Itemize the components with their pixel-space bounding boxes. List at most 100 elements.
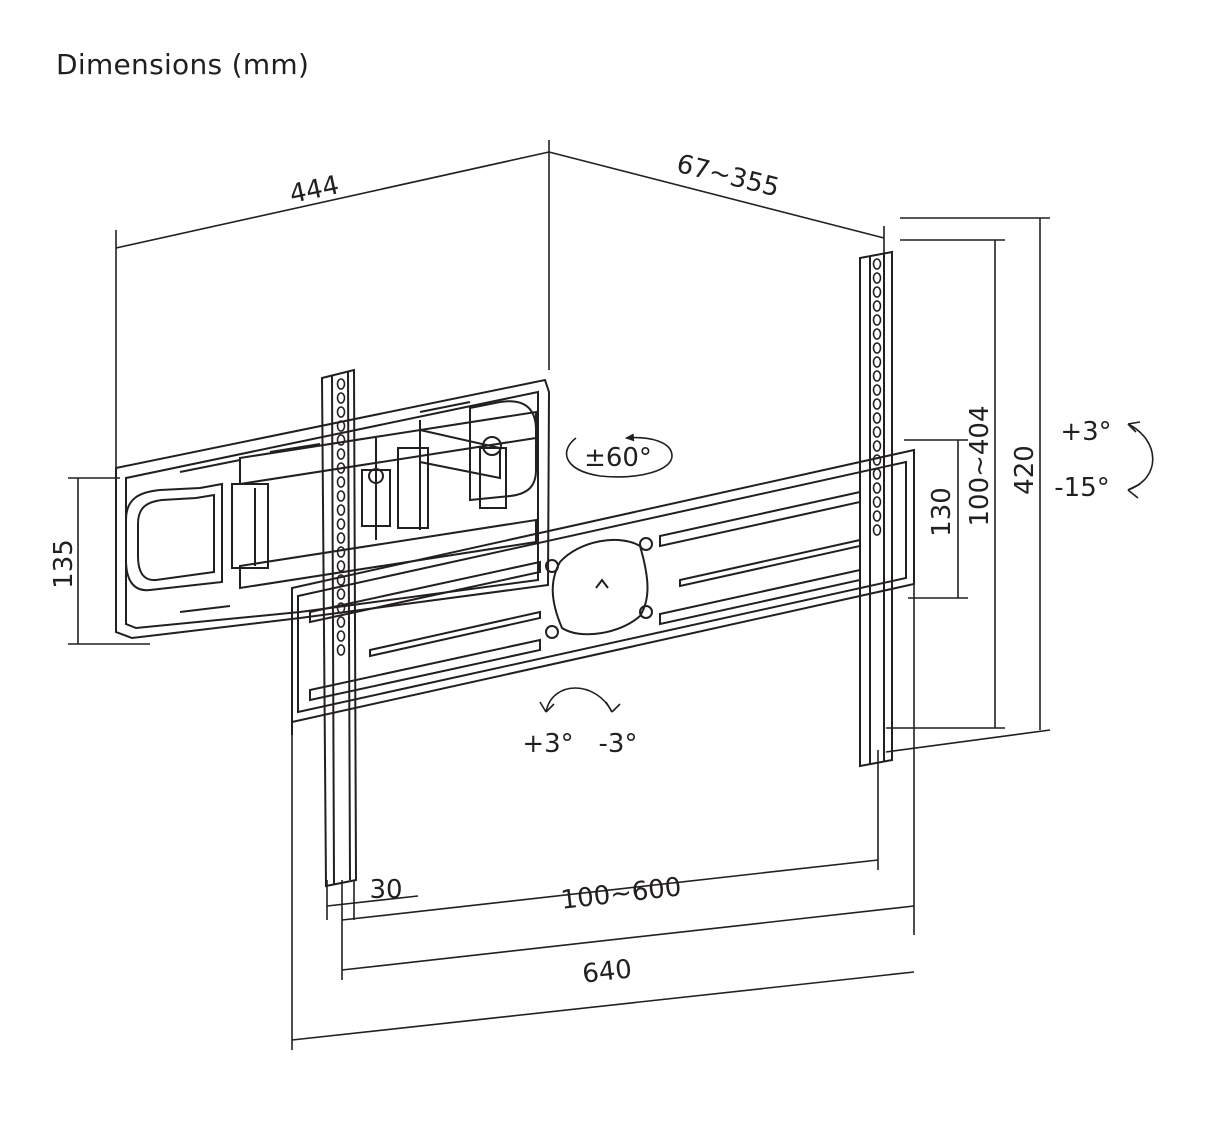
mounting-hole [336, 630, 346, 642]
tilt-arc [1127, 423, 1154, 491]
mounting-hole [872, 524, 882, 536]
wall-plate-inner [125, 390, 539, 630]
label-level-plus: +3° [522, 729, 573, 759]
label-30: 30 [369, 875, 402, 905]
rail-bolt [545, 559, 559, 573]
mounting-hole [336, 406, 346, 418]
mounting-hole [872, 426, 882, 438]
level-arrow-head-right [605, 701, 621, 713]
mounting-hole [872, 258, 882, 270]
mounting-hole [872, 440, 882, 452]
tilt-arrow-head-top [1127, 421, 1141, 433]
wall-slot [179, 459, 241, 473]
dim-line-extension [548, 151, 885, 239]
arm-joint-block-2 [397, 447, 429, 529]
vertical-arm-left [320, 368, 358, 888]
label-level-minus: -3° [599, 729, 638, 759]
dim-line-vesa-horizontal [341, 859, 879, 921]
arm-knuckle [479, 447, 507, 509]
rotation-arrows [539, 421, 1154, 713]
mounting-hole [336, 448, 346, 460]
mounting-hole [336, 574, 346, 586]
dimension-lines [68, 140, 1051, 1050]
level-arc [545, 687, 613, 713]
wall-plate [115, 378, 551, 640]
rail-center-hub [551, 539, 649, 636]
mounting-hole [872, 482, 882, 494]
label-tilt-up: +3° [1060, 417, 1111, 447]
arm-lower [239, 518, 537, 590]
arm-link [419, 428, 501, 480]
arm-bolt [368, 468, 384, 484]
arm-hinge-left [231, 483, 269, 569]
tv-cross-rail [291, 448, 915, 735]
arm-upper [239, 410, 537, 486]
label-tilt-down: -15° [1054, 473, 1109, 503]
wall-plate-outline [115, 378, 551, 640]
mounting-hole [336, 588, 346, 600]
mounting-hole [336, 378, 346, 390]
vertical-arm-right [859, 250, 893, 768]
mounting-hole [872, 412, 882, 424]
label-130: 130 [927, 487, 957, 537]
vertical-arm-right-outline [859, 250, 893, 768]
label-420: 420 [1010, 445, 1040, 495]
mounting-hole [336, 490, 346, 502]
page-title: Dimensions (mm) [56, 48, 310, 81]
label-swivel: ±60° [584, 443, 652, 473]
dim-line-444 [115, 151, 550, 249]
mounting-hole [872, 454, 882, 466]
mounting-hole [336, 532, 346, 544]
mounting-hole [336, 518, 346, 530]
mounting-hole [872, 510, 882, 522]
rail-center-arrow [595, 578, 609, 589]
dim-line-640 [291, 971, 915, 1041]
rail-slot [309, 638, 541, 702]
wall-slot [179, 605, 231, 613]
vertical-arm-holes [336, 258, 882, 656]
swivel-arrow [565, 433, 673, 478]
rail-bolt [639, 537, 653, 551]
label-640: 640 [581, 954, 634, 989]
mounting-hole [872, 356, 882, 368]
label-135: 135 [49, 539, 79, 589]
mounting-hole [336, 420, 346, 432]
mounting-hole [872, 314, 882, 326]
mounting-hole [336, 616, 346, 628]
wall-plate-cutout-left [125, 482, 223, 592]
rail-bolt [639, 605, 653, 619]
wall-slot [419, 401, 471, 413]
mounting-hole [336, 560, 346, 572]
mounting-hole [872, 468, 882, 480]
wall-plate-cutout-left-inner [137, 493, 215, 582]
rail-bolt [545, 625, 559, 639]
cross-rail-outline [291, 448, 915, 724]
mounting-hole [336, 504, 346, 516]
arm-bolt [482, 436, 502, 456]
level-arrow-head-left [539, 701, 555, 713]
mounting-hole [872, 286, 882, 298]
label-444: 444 [287, 170, 342, 210]
mounting-hole [336, 462, 346, 474]
rail-slot [369, 610, 541, 658]
cross-rail-inner [297, 460, 907, 714]
mounting-hole [336, 546, 346, 558]
tilt-arrow-head [1127, 483, 1141, 499]
wall-slot [269, 443, 321, 453]
label-vesa-vertical: 100~404 [965, 405, 995, 526]
mounting-hole [872, 300, 882, 312]
vertical-arm-left-outline [320, 368, 358, 888]
mounting-hole [872, 496, 882, 508]
mounting-hole [872, 272, 882, 284]
ext-line-420-bottom [885, 729, 1051, 753]
rail-slot [309, 560, 541, 624]
mounting-hole [872, 384, 882, 396]
mounting-hole [336, 476, 346, 488]
mounting-hole [336, 392, 346, 404]
label-vesa-horizontal: 100~600 [559, 872, 683, 916]
mounting-hole [872, 328, 882, 340]
mounting-hole [336, 602, 346, 614]
articulating-arms [231, 410, 537, 590]
wall-plate-cutout-right [469, 400, 537, 502]
